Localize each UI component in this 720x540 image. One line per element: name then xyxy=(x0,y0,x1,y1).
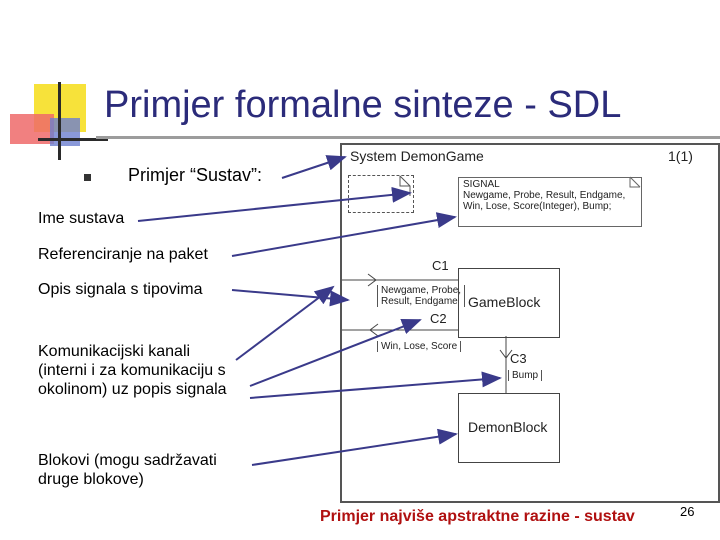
arrow-to-channel-c1 xyxy=(231,289,350,307)
annotation-signal-desc: Opis signala s tipovima xyxy=(38,281,203,298)
arrow-to-signal-decl xyxy=(231,212,457,257)
signal-decl-line: Win, Lose, Score(Integer), Bump; xyxy=(463,201,612,212)
signal-decl-line: SIGNAL xyxy=(463,179,500,190)
annotation-system-name: Ime sustava xyxy=(38,210,125,227)
signal-list-line: Win, Lose, Score xyxy=(381,341,458,352)
annotation-blocks-line: Blokovi (mogu sadržavati xyxy=(38,452,217,469)
arrow-to-channel-c3 xyxy=(249,371,502,399)
footer-caption: Primjer najviše apstraktne razine - sust… xyxy=(320,508,635,525)
channel-c1-label: C1 xyxy=(432,258,449,273)
signal-declaration-box xyxy=(458,177,642,227)
slide-title: Primjer formalne sinteze - SDL xyxy=(104,84,622,126)
bullet-text: Primjer “Sustav”: xyxy=(128,165,263,185)
channel-c3-arrowhead xyxy=(499,349,513,359)
channel-c2-arrowhead xyxy=(369,323,379,337)
signal-fold-corner xyxy=(629,176,641,188)
annotation-channels-line: (interni i za komunikaciju s xyxy=(38,362,226,379)
bullet-marker xyxy=(84,174,91,181)
package-reference-symbol xyxy=(348,175,414,213)
game-block-label: GameBlock xyxy=(468,294,541,310)
game-block xyxy=(458,268,560,338)
page-number: 26 xyxy=(680,504,695,519)
annotation-channels-line: Komunikacijski kanali xyxy=(38,343,191,360)
signal-list-line: Newgame, Probe, xyxy=(381,285,462,296)
arrow-to-demon-block xyxy=(251,428,458,466)
system-heading: System DemonGame xyxy=(350,148,484,164)
channel-c1-arrowhead xyxy=(367,273,377,287)
annotation-blocks-line: druge blokove) xyxy=(38,471,144,488)
annotation-package-ref: Referenciranje na paket xyxy=(38,246,208,263)
demon-block-label: DemonBlock xyxy=(468,419,548,435)
annotation-blocks: Blokovi (mogu sadržavati druge blokove) xyxy=(38,451,217,489)
signal-decl-line: Newgame, Probe, Result, Endgame, xyxy=(463,190,626,201)
channel-c3-label: C3 xyxy=(510,351,527,366)
arrow-to-package-ref xyxy=(137,186,412,222)
title-divider xyxy=(96,136,720,139)
logo-horizontal-line xyxy=(38,138,108,141)
signal-declaration-text: SIGNAL Newgame, Probe, Result, Endgame, … xyxy=(463,179,625,212)
arrow-to-system-name xyxy=(281,155,347,179)
channel-c2-signal-list: Win, Lose, Score xyxy=(377,341,462,352)
annotation-channels: Komunikacijski kanali (interni i za komu… xyxy=(38,342,227,399)
signal-list-line: Bump xyxy=(512,370,539,381)
page-indicator: 1(1) xyxy=(668,148,693,164)
signal-list-line: Result, Endgame xyxy=(381,296,458,307)
arrow-to-channel-c2 xyxy=(249,319,422,387)
channel-c3-signal-list: Bump xyxy=(508,370,543,381)
annotation-channels-line: okolinom) uz popis signala xyxy=(38,381,227,398)
logo-vertical-line xyxy=(58,82,61,160)
logo-square-blue xyxy=(50,118,80,146)
arrow-to-channel-border xyxy=(235,285,335,361)
demon-block xyxy=(458,393,560,463)
channel-c2-label: C2 xyxy=(430,311,447,326)
channel-c1-signal-list: Newgame, Probe, Result, Endgame xyxy=(377,285,466,307)
